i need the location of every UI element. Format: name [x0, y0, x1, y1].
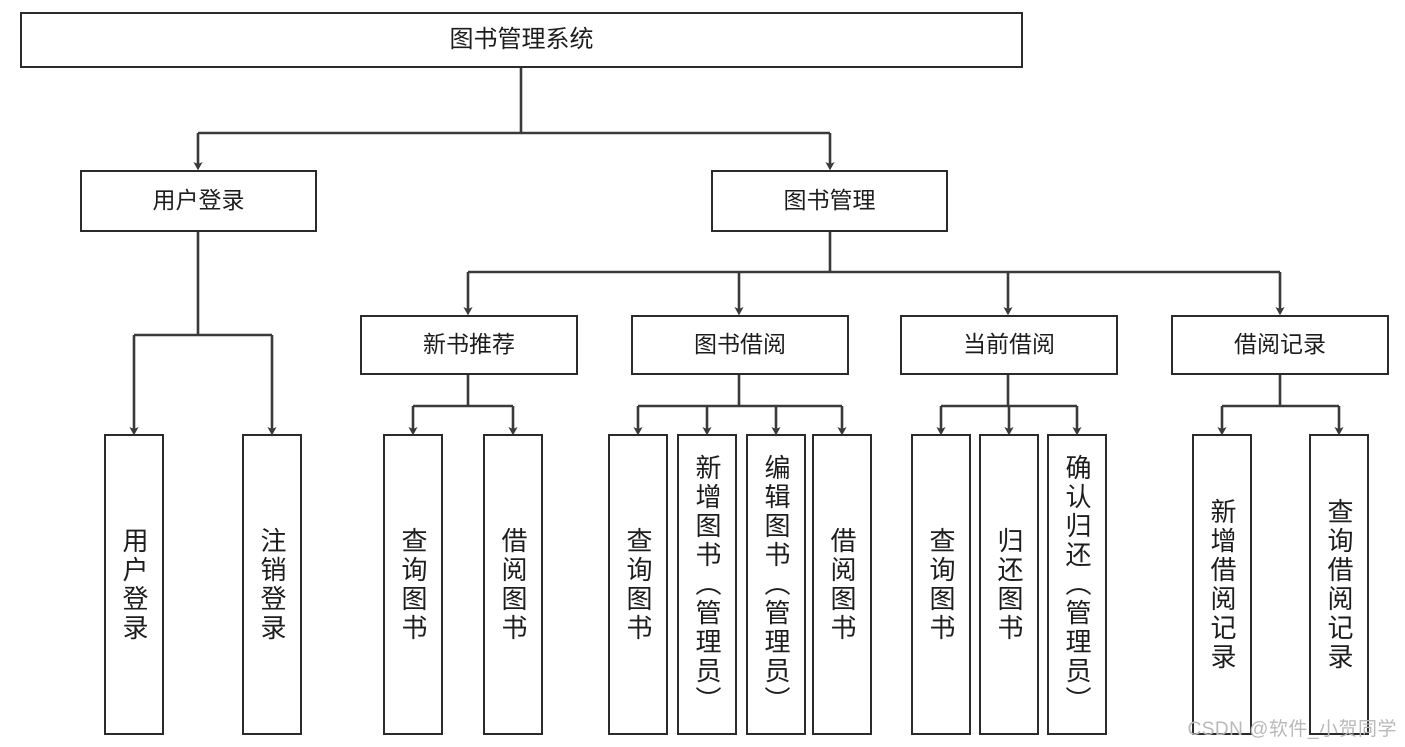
node-book-manage-label: 图书管理: [783, 187, 876, 214]
node-book-manage[interactable]: 图书管理: [711, 170, 948, 232]
node-leaf-borrow-book-1-label: 借阅图书: [498, 526, 528, 643]
node-current-borrow[interactable]: 当前借阅: [900, 315, 1118, 375]
node-book-borrow[interactable]: 图书借阅: [631, 315, 849, 375]
node-user-login[interactable]: 用户登录: [80, 170, 317, 232]
node-leaf-logout-login[interactable]: 注销登录: [242, 434, 302, 735]
node-leaf-add-record-label: 新增借阅记录: [1207, 497, 1237, 672]
node-leaf-query-book-1[interactable]: 查询图书: [383, 434, 443, 735]
node-root-system[interactable]: 图书管理系统: [20, 12, 1023, 68]
node-leaf-edit-book-label: 编辑图书（管理员）: [761, 454, 791, 715]
node-leaf-query-record-label: 查询借阅记录: [1324, 497, 1354, 672]
node-leaf-return-book[interactable]: 归还图书: [979, 434, 1039, 735]
node-new-book-recommend-label: 新书推荐: [423, 331, 515, 358]
node-leaf-query-record[interactable]: 查询借阅记录: [1309, 434, 1369, 735]
node-leaf-user-login-label: 用户登录: [119, 526, 149, 643]
node-book-borrow-label: 图书借阅: [694, 331, 786, 358]
node-leaf-user-login[interactable]: 用户登录: [104, 434, 164, 735]
node-leaf-query-book-1-label: 查询图书: [398, 526, 428, 643]
node-new-book-recommend[interactable]: 新书推荐: [360, 315, 578, 375]
node-leaf-borrow-book-2-label: 借阅图书: [827, 526, 857, 643]
node-root-system-label: 图书管理系统: [449, 25, 594, 53]
node-leaf-query-book-2-label: 查询图书: [623, 526, 653, 643]
node-leaf-query-book-3[interactable]: 查询图书: [911, 434, 971, 735]
node-leaf-borrow-book-2[interactable]: 借阅图书: [812, 434, 872, 735]
node-user-login-label: 用户登录: [152, 187, 245, 214]
node-leaf-query-book-2[interactable]: 查询图书: [608, 434, 668, 735]
node-borrow-record-label: 借阅记录: [1234, 331, 1326, 358]
node-leaf-add-book[interactable]: 新增图书（管理员）: [677, 434, 737, 735]
node-leaf-borrow-book-1[interactable]: 借阅图书: [483, 434, 543, 735]
watermark-text: CSDN @软件_小贺同学: [1187, 719, 1397, 740]
node-borrow-record[interactable]: 借阅记录: [1171, 315, 1389, 375]
node-current-borrow-label: 当前借阅: [963, 331, 1055, 358]
node-leaf-logout-login-label: 注销登录: [257, 526, 287, 643]
node-leaf-query-book-3-label: 查询图书: [926, 526, 956, 643]
node-leaf-add-book-label: 新增图书（管理员）: [692, 454, 722, 715]
node-leaf-confirm-return[interactable]: 确认归还（管理员）: [1047, 434, 1107, 735]
node-leaf-edit-book[interactable]: 编辑图书（管理员）: [746, 434, 806, 735]
node-leaf-confirm-return-label: 确认归还（管理员）: [1062, 454, 1092, 715]
node-leaf-add-record[interactable]: 新增借阅记录: [1192, 434, 1252, 735]
node-leaf-return-book-label: 归还图书: [994, 526, 1024, 643]
